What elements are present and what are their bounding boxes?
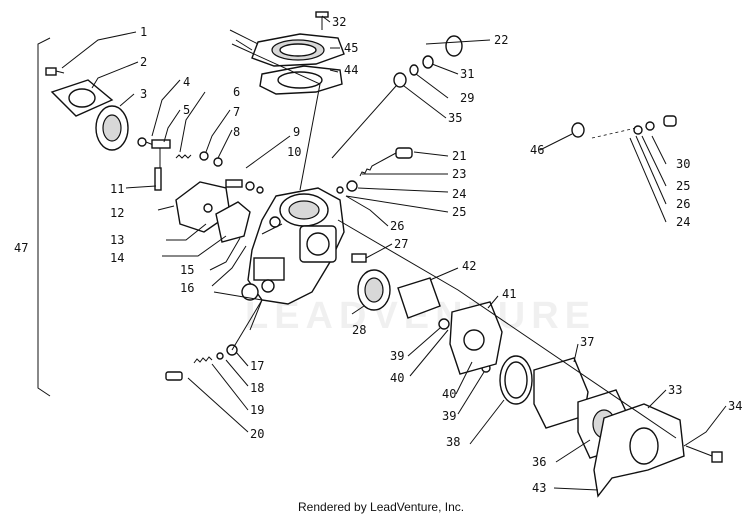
part-washer-31 xyxy=(422,55,434,69)
part-screw-group-46 xyxy=(571,115,677,139)
callout-40a: 40 xyxy=(390,371,404,385)
callout-40b: 40 xyxy=(442,387,456,401)
part-carburetor-body xyxy=(241,187,345,305)
callout-9: 9 xyxy=(293,125,300,139)
callout-5: 5 xyxy=(183,103,190,117)
part-cap-22 xyxy=(445,35,463,57)
part-oring-38 xyxy=(499,355,533,405)
callout-36: 36 xyxy=(532,455,546,469)
callout-19: 19 xyxy=(250,403,264,417)
callout-44: 44 xyxy=(344,63,358,77)
callout-47: 47 xyxy=(14,241,28,255)
callout-27: 27 xyxy=(394,237,408,251)
callout-33: 33 xyxy=(668,383,682,397)
callout-13: 13 xyxy=(110,233,124,247)
callout-24: 24 xyxy=(452,187,466,201)
callout-39b: 39 xyxy=(442,409,456,423)
part-needle-9-10 xyxy=(225,179,264,194)
callout-24b: 24 xyxy=(676,215,690,229)
part-screw-34 xyxy=(685,445,723,463)
callout-35: 35 xyxy=(448,111,462,125)
part-pin-11 xyxy=(154,167,162,191)
callout-25b: 25 xyxy=(676,179,690,193)
part-throttle-screw-17-20 xyxy=(165,344,238,381)
callout-6: 6 xyxy=(233,85,240,99)
callout-28: 28 xyxy=(352,323,366,337)
part-spring-6 xyxy=(175,154,192,159)
callout-21: 21 xyxy=(452,149,466,163)
callout-34: 34 xyxy=(728,399,742,413)
callout-16: 16 xyxy=(180,281,194,295)
part-screw-32 xyxy=(315,11,329,30)
part-diaphragm-3 xyxy=(95,105,129,151)
callout-32: 32 xyxy=(332,15,346,29)
part-screw-4 xyxy=(137,137,157,147)
callout-leaders xyxy=(61,15,727,491)
callout-45: 45 xyxy=(344,41,358,55)
part-nut-35 xyxy=(393,72,407,88)
part-gasket-44 xyxy=(259,65,343,95)
part-jet-27 xyxy=(351,253,367,263)
callout-8: 8 xyxy=(233,125,240,139)
callout-26: 26 xyxy=(390,219,404,233)
callout-41: 41 xyxy=(502,287,516,301)
part-gasket-14 xyxy=(215,201,251,243)
callout-17: 17 xyxy=(250,359,264,373)
bracket-47 xyxy=(37,37,51,397)
callout-42: 42 xyxy=(462,259,476,273)
callout-3: 3 xyxy=(140,87,147,101)
part-plate-41 xyxy=(449,301,503,375)
callout-labels: 1 2 3 4 5 6 7 8 9 10 11 12 13 14 15 16 1… xyxy=(14,15,742,495)
part-gasket-2 xyxy=(50,79,114,117)
callout-30: 30 xyxy=(676,157,690,171)
callout-29: 29 xyxy=(460,91,474,105)
part-spring-23-24 xyxy=(336,180,358,194)
callout-12: 12 xyxy=(110,206,124,220)
part-clip-7-8 xyxy=(199,151,223,167)
callout-31: 31 xyxy=(460,67,474,81)
callout-10: 10 xyxy=(287,145,301,159)
callout-37: 37 xyxy=(580,335,594,349)
leader-throttle-2 xyxy=(231,299,263,351)
callout-4: 4 xyxy=(183,75,190,89)
part-screw-21 xyxy=(359,147,413,177)
callout-43: 43 xyxy=(532,481,546,495)
part-gasket-28 xyxy=(357,269,391,311)
callout-2: 2 xyxy=(140,55,147,69)
callout-1: 1 xyxy=(140,25,147,39)
axis-pump-stack xyxy=(337,219,677,439)
callout-15: 15 xyxy=(180,263,194,277)
footer-credit: Rendered by LeadVenture, Inc. xyxy=(298,500,464,514)
callout-25: 25 xyxy=(452,205,466,219)
callout-46: 46 xyxy=(530,143,544,157)
callout-14: 14 xyxy=(110,251,124,265)
part-screw-1 xyxy=(45,67,65,76)
callout-22: 22 xyxy=(494,33,508,47)
callout-38: 38 xyxy=(446,435,460,449)
part-gasket-42 xyxy=(397,277,441,319)
part-cover-33-43 xyxy=(593,403,685,498)
callout-23: 23 xyxy=(452,167,466,181)
callout-7: 7 xyxy=(233,105,240,119)
part-ring-29 xyxy=(409,64,419,76)
callout-20: 20 xyxy=(250,427,264,441)
leader-flange xyxy=(231,43,321,191)
callout-11: 11 xyxy=(110,182,124,196)
callout-39a: 39 xyxy=(390,349,404,363)
part-flange-45 xyxy=(229,29,345,67)
callout-18: 18 xyxy=(250,381,264,395)
leader-cap-stack xyxy=(331,85,397,159)
callout-26b: 26 xyxy=(676,197,690,211)
